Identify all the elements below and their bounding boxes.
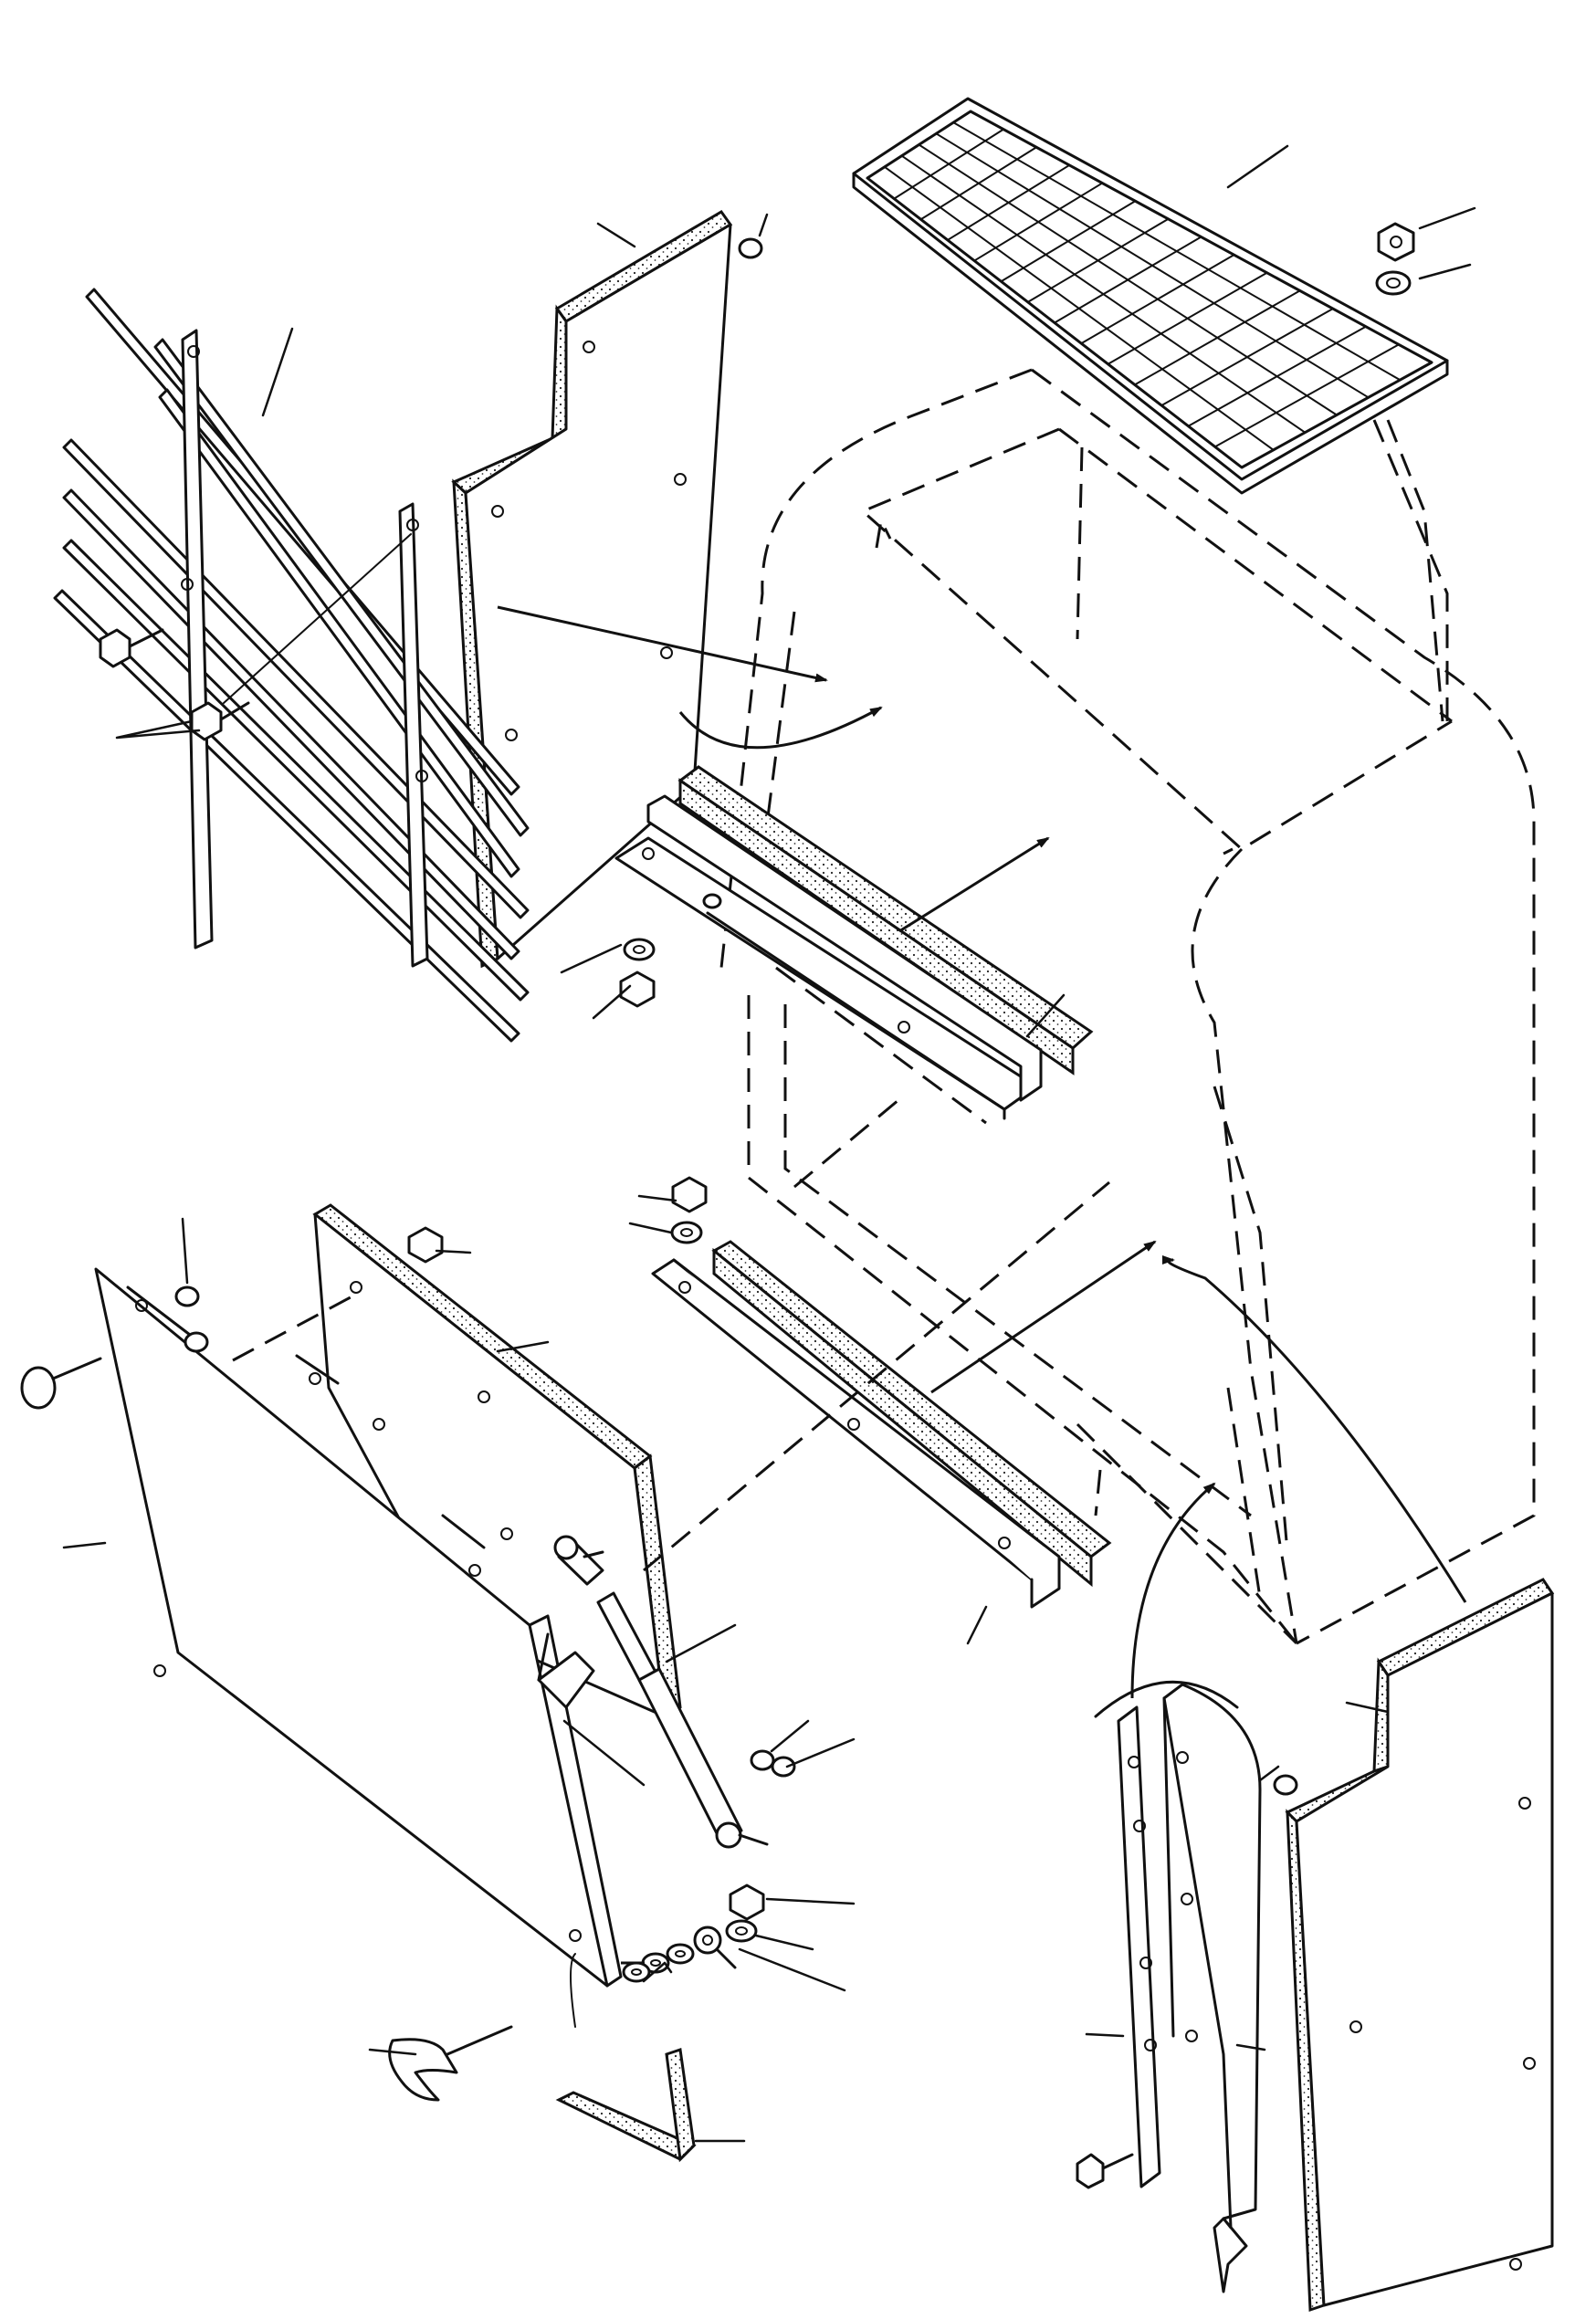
lock-washer-icon xyxy=(174,1285,200,1307)
washer-icon xyxy=(670,1221,703,1244)
curved-cover xyxy=(1094,1680,1262,2293)
mesh-wire xyxy=(883,165,1275,451)
hinge-tab-icon xyxy=(537,1632,595,1709)
right-seal-panel xyxy=(1285,1578,1555,2313)
louver-slat xyxy=(153,338,530,837)
mesh-wire xyxy=(918,143,1338,416)
washer-icon xyxy=(622,1961,651,1983)
top-screen xyxy=(852,97,1449,495)
louver-slats xyxy=(53,288,530,1043)
louver-slat xyxy=(62,488,520,960)
gas-strut xyxy=(553,1535,769,1849)
bolt-icon xyxy=(20,1357,102,1410)
washer-icon xyxy=(623,938,656,961)
nut-icon xyxy=(619,971,656,1008)
mesh-wire xyxy=(952,121,1402,382)
bolt-icon xyxy=(1076,2153,1134,2189)
front-louver-grille xyxy=(53,288,530,1043)
mesh-wire xyxy=(900,154,1307,434)
nut-icon xyxy=(407,1226,444,1264)
housing-outline xyxy=(719,368,1536,1645)
lock-washer-icon xyxy=(771,1756,796,1778)
louver-slat xyxy=(62,539,530,1002)
washer-icon xyxy=(1375,270,1412,296)
mounting-line xyxy=(223,533,412,704)
locating-stud-icon xyxy=(702,893,722,909)
lower-sill-bracket xyxy=(651,1258,1061,1609)
hardware-group xyxy=(174,222,1415,1983)
assembly-arrows xyxy=(497,605,1467,2028)
mesh-wire xyxy=(935,132,1370,399)
mesh-grid xyxy=(883,121,1402,451)
nut-icon xyxy=(729,1884,765,1921)
rod-end-icon xyxy=(693,1926,737,1969)
lock-washer-icon xyxy=(1273,1774,1298,1796)
washer-icon xyxy=(666,1943,695,1965)
lock-washer-icon xyxy=(184,1331,209,1353)
lower-foam-strip xyxy=(711,1240,1112,1588)
nut-icon xyxy=(1377,222,1415,262)
side-door xyxy=(94,1267,623,1988)
louver-slat xyxy=(53,589,520,1043)
nut-icon xyxy=(671,1176,708,1213)
callout-leaders xyxy=(62,144,1476,2143)
upper-foam-strip xyxy=(677,765,1094,1076)
washer-icon xyxy=(725,1919,758,1943)
lock-washer-icon xyxy=(750,1749,775,1771)
alignment-lines xyxy=(232,419,1449,1965)
bolt-icon xyxy=(99,628,164,668)
lock-washer-icon xyxy=(738,237,763,259)
louver-slat xyxy=(158,388,520,878)
corner-seal xyxy=(555,2048,697,2163)
wing-bolt xyxy=(388,2025,513,2102)
hinge-strap xyxy=(1117,1705,1161,2188)
upper-sill-bracket xyxy=(614,794,1043,1120)
